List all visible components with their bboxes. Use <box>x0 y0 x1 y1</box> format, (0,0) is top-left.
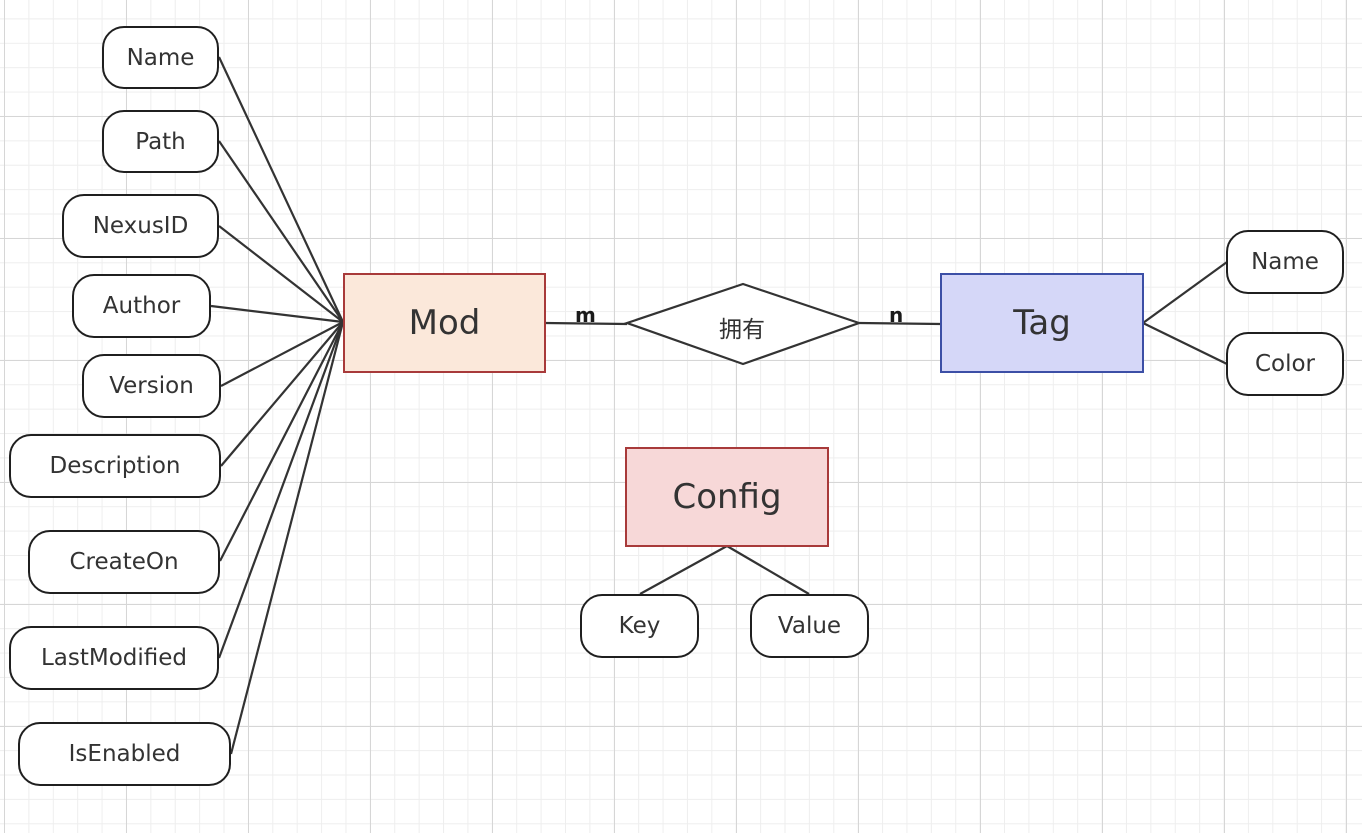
attr-label: Author <box>102 293 181 319</box>
connector-mod-nexusid <box>218 225 344 323</box>
attr-label: CreateOn <box>69 549 179 575</box>
attr-mod-lastmodified[interactable]: LastModified <box>9 626 219 690</box>
entity-mod[interactable]: Mod <box>343 273 546 373</box>
attr-mod-nexusid[interactable]: NexusID <box>62 194 219 258</box>
attr-mod-version[interactable]: Version <box>82 354 221 418</box>
connector-mod-lastmodified <box>217 321 345 659</box>
connector-mod-relationship <box>544 321 628 326</box>
attr-tag-name[interactable]: Name <box>1226 230 1344 294</box>
attr-label: LastModified <box>40 645 188 671</box>
connector-mod-author <box>210 304 344 324</box>
connector-tag-color <box>1142 322 1228 365</box>
attr-label: IsEnabled <box>68 741 181 767</box>
connector-mod-name <box>218 56 344 323</box>
attr-label: Value <box>777 613 842 639</box>
connector-mod-createon <box>219 321 344 562</box>
attr-label: Key <box>618 613 661 639</box>
connector-relationship-tag <box>858 321 942 326</box>
attr-label: NexusID <box>92 213 189 239</box>
attr-config-value[interactable]: Value <box>750 594 869 658</box>
attr-label: Name <box>126 44 195 71</box>
attr-config-key[interactable]: Key <box>580 594 699 658</box>
attr-mod-createon[interactable]: CreateOn <box>28 530 220 594</box>
connector-tag-name <box>1142 261 1228 324</box>
attr-label: Version <box>109 373 194 399</box>
attr-label: Color <box>1254 351 1316 377</box>
connector-mod-path <box>218 140 344 323</box>
connector-mod-isenabled <box>229 321 345 755</box>
attr-label: Name <box>1251 249 1319 275</box>
relationship-label: 拥有 <box>719 317 765 343</box>
attr-mod-description[interactable]: Description <box>9 434 221 498</box>
cardinality-m: m <box>575 303 596 327</box>
connector-config-value <box>726 545 810 595</box>
entity-tag[interactable]: Tag <box>940 273 1144 373</box>
connector-mod-description <box>220 321 344 467</box>
attr-mod-path[interactable]: Path <box>102 110 219 173</box>
attr-mod-name[interactable]: Name <box>102 26 219 89</box>
attr-tag-color[interactable]: Color <box>1226 332 1344 396</box>
connector-config-key <box>639 545 728 595</box>
entity-label: Mod <box>408 303 481 343</box>
entity-label: Config <box>672 477 782 517</box>
attr-mod-author[interactable]: Author <box>72 274 211 338</box>
attr-label: Path <box>135 128 186 155</box>
attr-label: Description <box>49 453 181 479</box>
connector-mod-version <box>220 321 344 387</box>
entity-config[interactable]: Config <box>625 447 829 547</box>
entity-label: Tag <box>1013 303 1071 343</box>
relationship-diamond <box>623 282 863 366</box>
attr-mod-isenabled[interactable]: IsEnabled <box>18 722 231 786</box>
cardinality-n: n <box>889 303 904 327</box>
